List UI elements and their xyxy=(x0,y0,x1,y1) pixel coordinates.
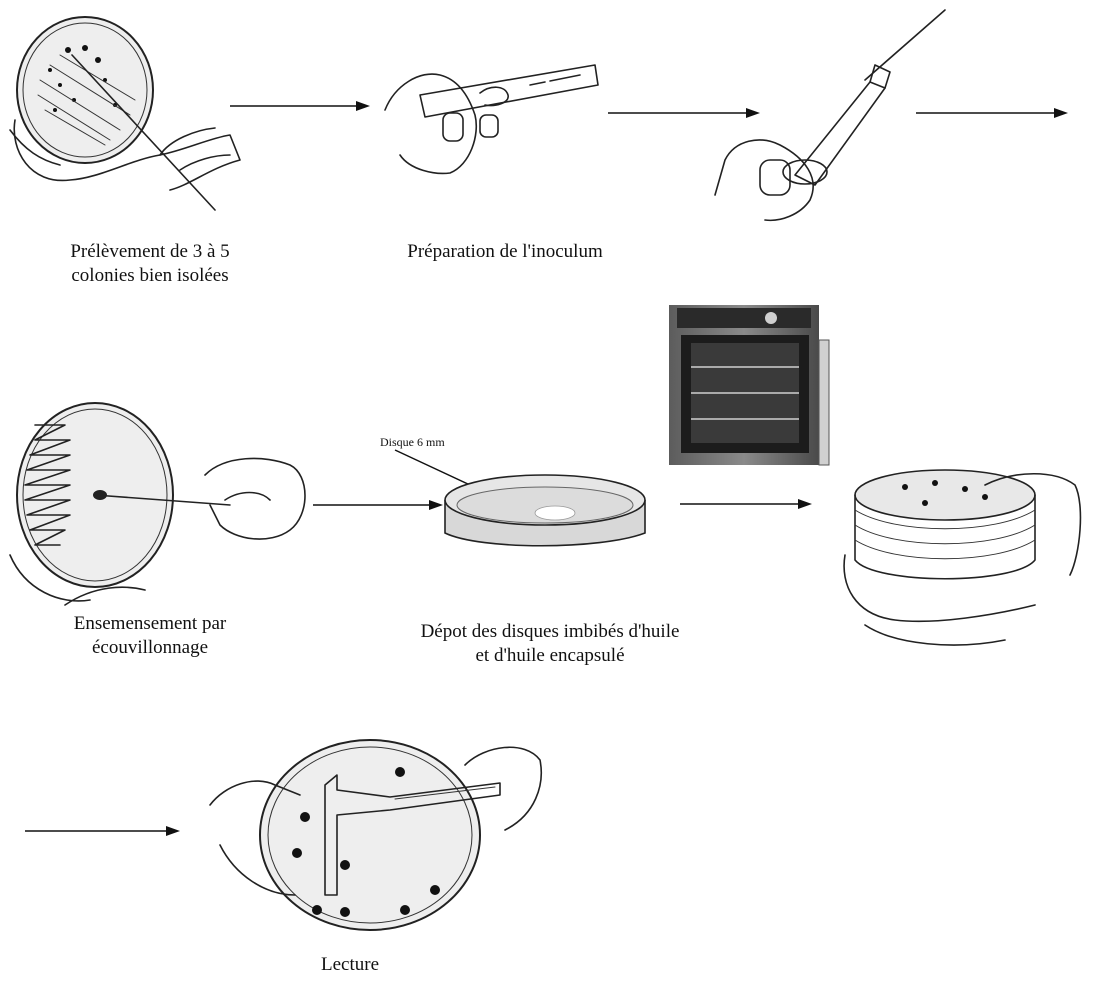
right-arrow-icon xyxy=(680,498,812,510)
step7-caption: Lecture xyxy=(300,953,400,977)
step4-caption: Ensemensement par écouvillonnage xyxy=(35,612,265,660)
step5-caption: Dépot des disques imbibés d'huile et d'h… xyxy=(380,620,720,668)
right-arrow-icon xyxy=(230,100,370,112)
step1-caption: Prélèvement de 3 à 5 colonies bien isolé… xyxy=(35,240,265,288)
plate-stack-incubation-illustration xyxy=(835,465,1085,655)
inoculum-preparation-illustration xyxy=(380,55,600,175)
disk-placement-illustration xyxy=(390,445,660,555)
step2-caption: Préparation de l'inoculum xyxy=(360,240,650,264)
right-arrow-icon xyxy=(916,107,1068,119)
swab-streaking-illustration xyxy=(5,395,315,610)
colony-picking-illustration xyxy=(10,10,250,220)
zone-reading-illustration xyxy=(205,735,545,935)
right-arrow-icon xyxy=(25,825,180,837)
tube-mixing-illustration xyxy=(710,10,950,225)
incubator-icon xyxy=(669,305,829,470)
